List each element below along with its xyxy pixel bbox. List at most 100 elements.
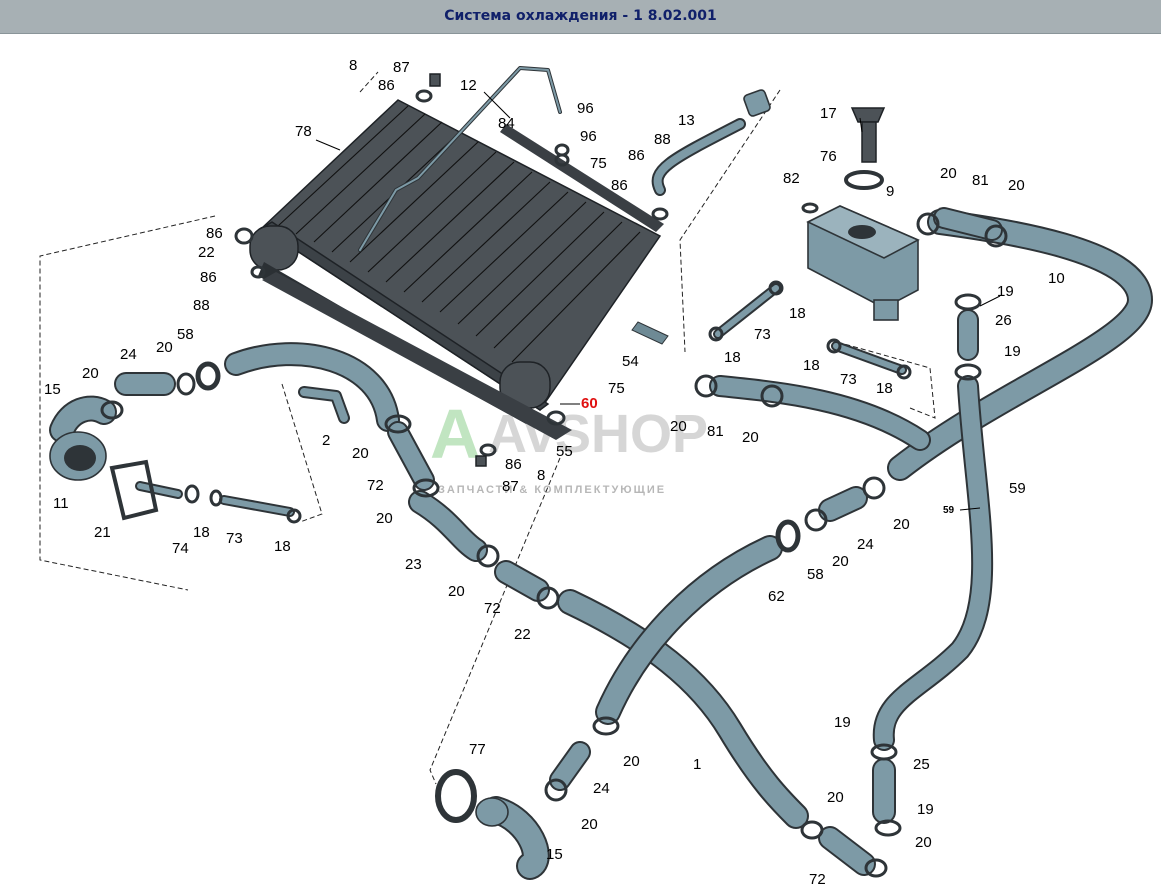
filler-cap[interactable]: [850, 107, 886, 163]
window-titlebar: Система охлаждения - 1 8.02.001: [0, 0, 1161, 34]
label-18-bottom-b: 18: [274, 538, 291, 555]
label-72-bottom: 72: [809, 871, 826, 888]
label-20-bottom-c: 20: [581, 816, 598, 833]
label-20-bottom-d: 20: [915, 834, 932, 851]
label-20-tank: 20: [940, 165, 957, 182]
label-25: 25: [913, 756, 930, 773]
radiator-upper-strip[interactable]: [500, 124, 664, 232]
label-20-left-a: 20: [156, 339, 173, 356]
label-20-bottom-b: 20: [827, 789, 844, 806]
watermark-tagline: ЗАПЧАСТИ & КОМПЛЕКТУЮЩИЕ: [438, 484, 666, 496]
label-19-c: 19: [834, 714, 851, 731]
label-24-bottom: 24: [593, 780, 610, 797]
label-73-b: 73: [840, 371, 857, 388]
label-18-a: 18: [724, 349, 741, 366]
gasket-21[interactable]: [109, 459, 159, 521]
label-12: 12: [460, 77, 477, 94]
label-19-a: 19: [997, 283, 1014, 300]
label-77: 77: [469, 741, 486, 758]
label-58-left: 58: [177, 326, 194, 343]
label-59: 59: [1009, 480, 1026, 497]
watermark-logo-a: A: [430, 395, 481, 473]
elbow-15-top[interactable]: [49, 395, 117, 481]
label-8-bottom: 8: [537, 467, 545, 484]
label-86-left-a: 86: [206, 225, 223, 242]
radiator-lower-strip[interactable]: [262, 272, 572, 440]
bushing-13[interactable]: [743, 89, 771, 117]
label-74: 74: [172, 540, 189, 557]
washer-82: [801, 202, 819, 214]
hoses[interactable]: [114, 118, 1153, 876]
label-87-bottom: 87: [502, 478, 519, 495]
label-86-left-b: 86: [200, 269, 217, 286]
label-73-c: 73: [226, 530, 243, 547]
clamps[interactable]: [100, 89, 1008, 878]
label-60-highlighted: 60: [581, 395, 598, 412]
label-15-bottom: 15: [546, 846, 563, 863]
label-86-top: 86: [378, 77, 395, 94]
label-88-left: 88: [193, 297, 210, 314]
label-18-b: 18: [789, 305, 806, 322]
label-20-mid-a: 20: [670, 418, 687, 435]
gasket-58-left[interactable]: [195, 361, 221, 391]
label-72-center: 72: [367, 477, 384, 494]
label-75-top: 75: [590, 155, 607, 172]
label-22-top: 22: [198, 244, 215, 261]
label-58-right: 58: [807, 566, 824, 583]
label-15-top: 15: [44, 381, 61, 398]
label-82: 82: [783, 170, 800, 187]
window-title: Система охлаждения - 1 8.02.001: [444, 8, 717, 24]
expansion-tank[interactable]: [806, 205, 920, 321]
label-20-bottom-a: 20: [623, 753, 640, 770]
leader-lines: [315, 91, 1001, 511]
label-73-a: 73: [754, 326, 771, 343]
bracket-54[interactable]: [631, 321, 669, 345]
label-20-center-a: 20: [352, 445, 369, 462]
label-13: 13: [678, 112, 695, 129]
label-86-bottom: 86: [505, 456, 522, 473]
label-84: 84: [498, 115, 515, 132]
label-10: 10: [1048, 270, 1065, 287]
elbow-15-bottom[interactable]: [475, 796, 550, 880]
cap-gasket: [844, 170, 884, 190]
label-76: 76: [820, 148, 837, 165]
label-11: 11: [53, 495, 69, 512]
label-81-lower: 81: [707, 423, 724, 440]
label-18-bottom-a: 18: [193, 524, 210, 541]
gasket-77[interactable]: [435, 769, 477, 823]
label-26: 26: [995, 312, 1012, 329]
label-72-mid: 72: [484, 600, 501, 617]
label-96-b: 96: [580, 128, 597, 145]
label-54: 54: [622, 353, 639, 370]
label-20-right-a: 20: [893, 516, 910, 533]
gasket-58-right[interactable]: [775, 519, 801, 553]
label-24-right: 24: [857, 536, 874, 553]
cooling-system-diagram: A AvSHOP ЗАПЧАСТИ & КОМПЛЕКТУЮЩИЕ: [39, 57, 1153, 888]
label-86-mid: 86: [628, 147, 645, 164]
label-18-d: 18: [876, 380, 893, 397]
part-labels: 8 87 86 12 78 84 96 96 75 13 88 86 86 17…: [44, 57, 1065, 888]
label-59-small: 59: [943, 505, 955, 516]
label-17: 17: [820, 105, 837, 122]
label-23: 23: [405, 556, 422, 573]
label-62: 62: [768, 588, 785, 605]
screw-87-bottom[interactable]: [475, 455, 487, 467]
label-21: 21: [94, 524, 111, 541]
label-20-center-c: 20: [448, 583, 465, 600]
ring-60[interactable]: [546, 410, 566, 426]
label-86-lower: 86: [611, 177, 628, 194]
label-2: 2: [322, 432, 330, 449]
label-78: 78: [295, 123, 312, 140]
label-22-mid: 22: [514, 626, 531, 643]
screw-87-top[interactable]: [429, 73, 441, 87]
label-87-top: 87: [393, 59, 410, 76]
label-19-d: 19: [917, 801, 934, 818]
label-20-mid-b: 20: [742, 429, 759, 446]
label-96-a: 96: [577, 100, 594, 117]
label-24-left: 24: [120, 346, 137, 363]
label-20-top-right: 20: [1008, 177, 1025, 194]
label-20-right-b: 20: [832, 553, 849, 570]
label-20-left-b: 20: [82, 365, 99, 382]
label-8-top: 8: [349, 57, 357, 74]
label-55: 55: [556, 443, 573, 460]
